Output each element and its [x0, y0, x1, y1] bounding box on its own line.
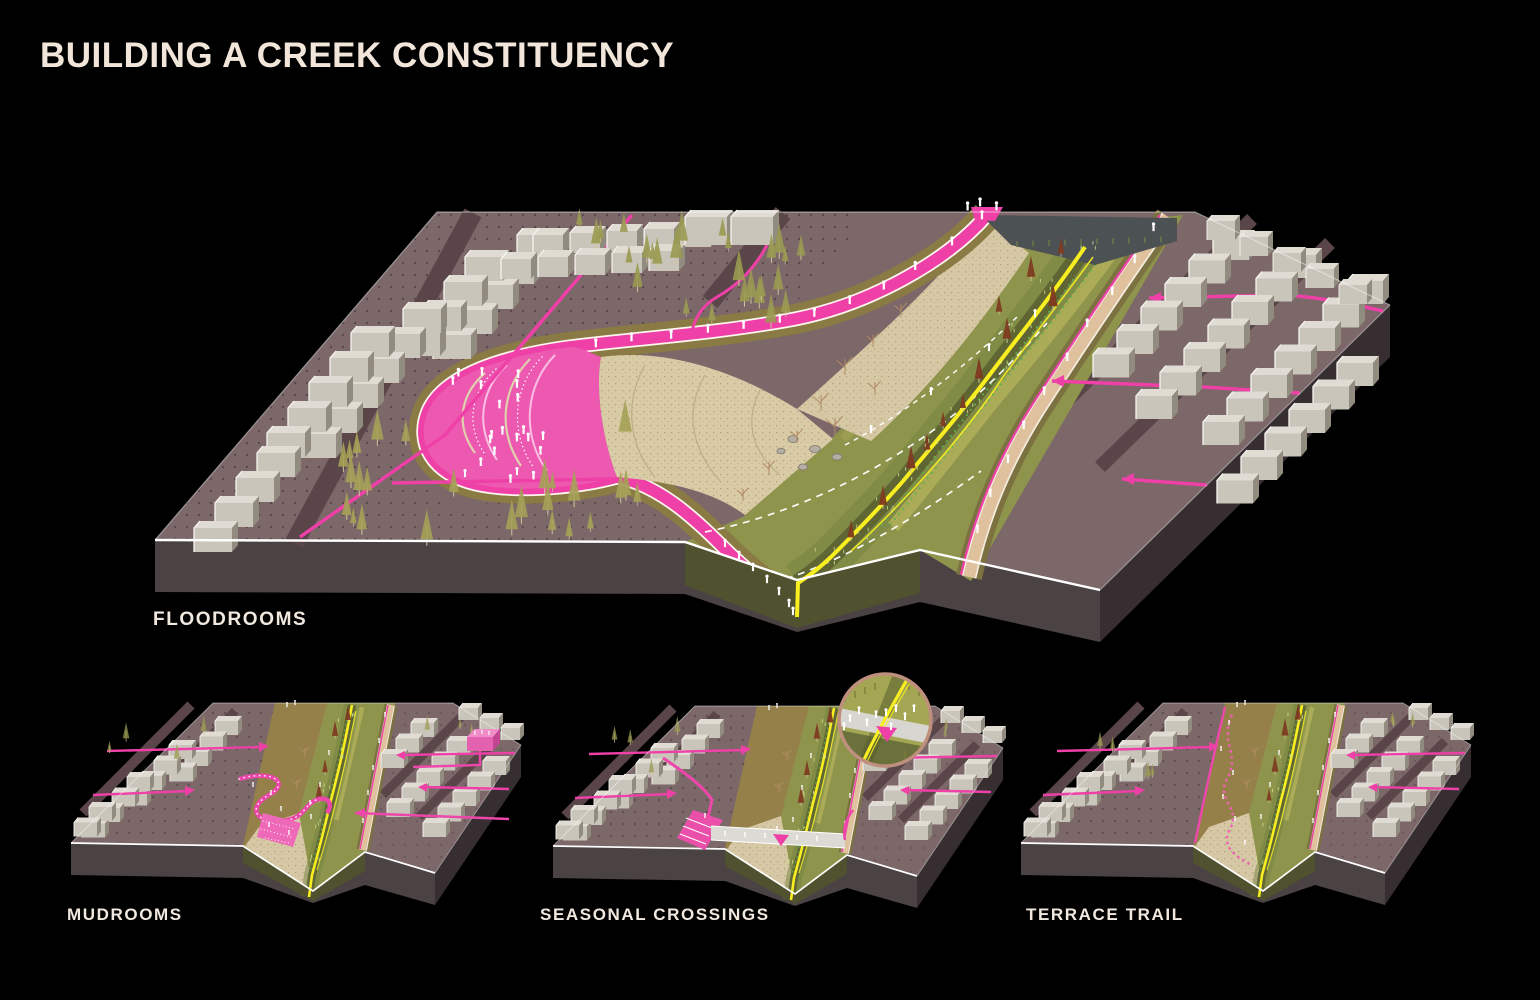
valley-back-cut	[981, 215, 1177, 265]
mudrooms-block	[70, 699, 524, 905]
mudroom-pavilion	[467, 729, 500, 751]
terrace-dotted-trail	[1222, 714, 1252, 867]
page-title: BUILDING A CREEK CONSTITUENCY	[40, 36, 675, 75]
terrace-edge-path	[1193, 706, 1227, 844]
trees	[338, 208, 1162, 565]
seasonal-inset-callout	[837, 672, 933, 768]
terrace-trail-diagram	[1020, 699, 1474, 905]
mudrooms-diagram	[70, 699, 524, 905]
seasonal-crossings-diagram	[552, 672, 1006, 908]
terrace-trail-label: TERRACE TRAIL	[1026, 905, 1184, 924]
amphitheater-floodroom	[423, 346, 833, 515]
seasonal-crossings-label: SEASONAL CROSSINGS	[540, 905, 770, 924]
valley-cross-section	[685, 542, 920, 628]
floodrooms-diagram	[154, 197, 1391, 642]
seasonal-block	[552, 702, 1006, 908]
boulders	[776, 435, 843, 471]
seasonal-extras	[662, 756, 855, 850]
floodrooms-label: FLOODROOMS	[153, 609, 308, 630]
inset-ring	[837, 672, 933, 768]
block-edges	[154, 211, 1391, 592]
terrace-block	[1020, 699, 1474, 905]
terrace-extras	[1193, 706, 1252, 867]
crossing-stairs	[677, 810, 723, 850]
buildings	[193, 209, 1389, 552]
mudrooms-extras	[238, 729, 510, 847]
mudrooms-label: MUDROOMS	[67, 905, 183, 924]
tan-path	[956, 209, 1179, 580]
